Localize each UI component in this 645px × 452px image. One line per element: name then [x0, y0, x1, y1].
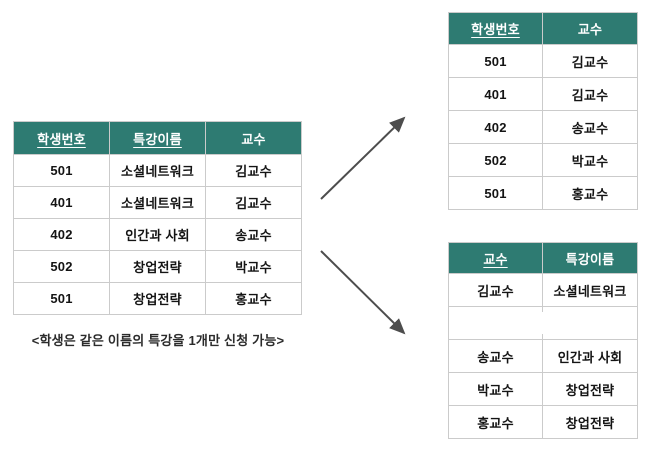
source-table: 학생번호 특강이름 교수 501 소셜네트워크 김교수 401 소셜네트워크 김…	[13, 121, 302, 315]
table-cell: 송교수	[449, 339, 542, 372]
header-cell-professor: 교수	[449, 243, 542, 273]
table-cell: 홍교수	[205, 282, 301, 314]
header-cell-lecture-name: 특강이름	[542, 243, 637, 273]
table-row: 402 인간과 사회 송교수	[14, 218, 301, 250]
table-cell: 김교수	[449, 273, 542, 306]
table-cell: 501	[14, 154, 109, 186]
table-cell-empty	[449, 306, 542, 339]
table-cell: 창업전략	[542, 372, 637, 405]
table-cell: 502	[14, 250, 109, 282]
header-cell-professor: 교수	[205, 122, 301, 154]
table-cell: 김교수	[205, 154, 301, 186]
table-cell: 402	[449, 110, 542, 143]
table-cell: 인간과 사회	[542, 339, 637, 372]
table-cell: 박교수	[542, 143, 637, 176]
table-cell: 소셜네트워크	[542, 273, 637, 306]
table-cell: 김교수	[542, 44, 637, 77]
table-row: 김교수 소셜네트워크	[449, 273, 637, 306]
table-row: 502 박교수	[449, 143, 637, 176]
header-cell-student-no: 학생번호	[14, 122, 109, 154]
table-row: 401 김교수	[449, 77, 637, 110]
table-cell: 501	[449, 176, 542, 209]
table-cell: 송교수	[205, 218, 301, 250]
table-cell: 401	[449, 77, 542, 110]
table-cell: 김교수	[542, 77, 637, 110]
empty-table-row	[449, 306, 637, 339]
professor-lecture-header-row: 교수 특강이름	[449, 243, 637, 273]
table-cell: 501	[449, 44, 542, 77]
table-cell: 인간과 사회	[109, 218, 205, 250]
table-cell: 창업전략	[109, 250, 205, 282]
table-cell: 박교수	[449, 372, 542, 405]
table-row: 송교수 인간과 사회	[449, 339, 637, 372]
table-cell: 김교수	[205, 186, 301, 218]
constraint-caption: <학생은 같은 이름의 특강을 1개만 신청 가능>	[31, 333, 285, 348]
header-cell-lecture-name: 특강이름	[109, 122, 205, 154]
table-row: 501 소셜네트워크 김교수	[14, 154, 301, 186]
table-cell: 401	[14, 186, 109, 218]
professor-lecture-table: 교수 특강이름 김교수 소셜네트워크 송교수 인간과 사회 박교수 창업전략 홍…	[448, 242, 638, 439]
table-cell: 홍교수	[542, 176, 637, 209]
table-cell: 홍교수	[449, 405, 542, 438]
table-row: 501 홍교수	[449, 176, 637, 209]
table-row: 501 김교수	[449, 44, 637, 77]
source-table-header-row: 학생번호 특강이름 교수	[14, 122, 301, 154]
table-cell-empty	[542, 306, 637, 339]
table-row: 501 창업전략 홍교수	[14, 282, 301, 314]
table-cell: 소셜네트워크	[109, 154, 205, 186]
table-cell: 박교수	[205, 250, 301, 282]
table-row: 홍교수 창업전략	[449, 405, 637, 438]
table-cell: 501	[14, 282, 109, 314]
table-cell: 송교수	[542, 110, 637, 143]
table-row: 박교수 창업전략	[449, 372, 637, 405]
table-cell: 창업전략	[109, 282, 205, 314]
table-cell: 502	[449, 143, 542, 176]
table-row: 402 송교수	[449, 110, 637, 143]
student-professor-table: 학생번호 교수 501 김교수 401 김교수 402 송교수 502 박교수 …	[448, 12, 638, 210]
table-row: 401 소셜네트워크 김교수	[14, 186, 301, 218]
student-professor-header-row: 학생번호 교수	[449, 13, 637, 44]
arrow-down-right-icon	[320, 250, 406, 335]
table-cell: 창업전략	[542, 405, 637, 438]
header-cell-professor: 교수	[542, 13, 637, 44]
header-cell-student-no: 학생번호	[449, 13, 542, 44]
table-row: 502 창업전략 박교수	[14, 250, 301, 282]
table-cell: 402	[14, 218, 109, 250]
table-cell: 소셜네트워크	[109, 186, 205, 218]
arrow-up-right-icon	[320, 116, 406, 200]
